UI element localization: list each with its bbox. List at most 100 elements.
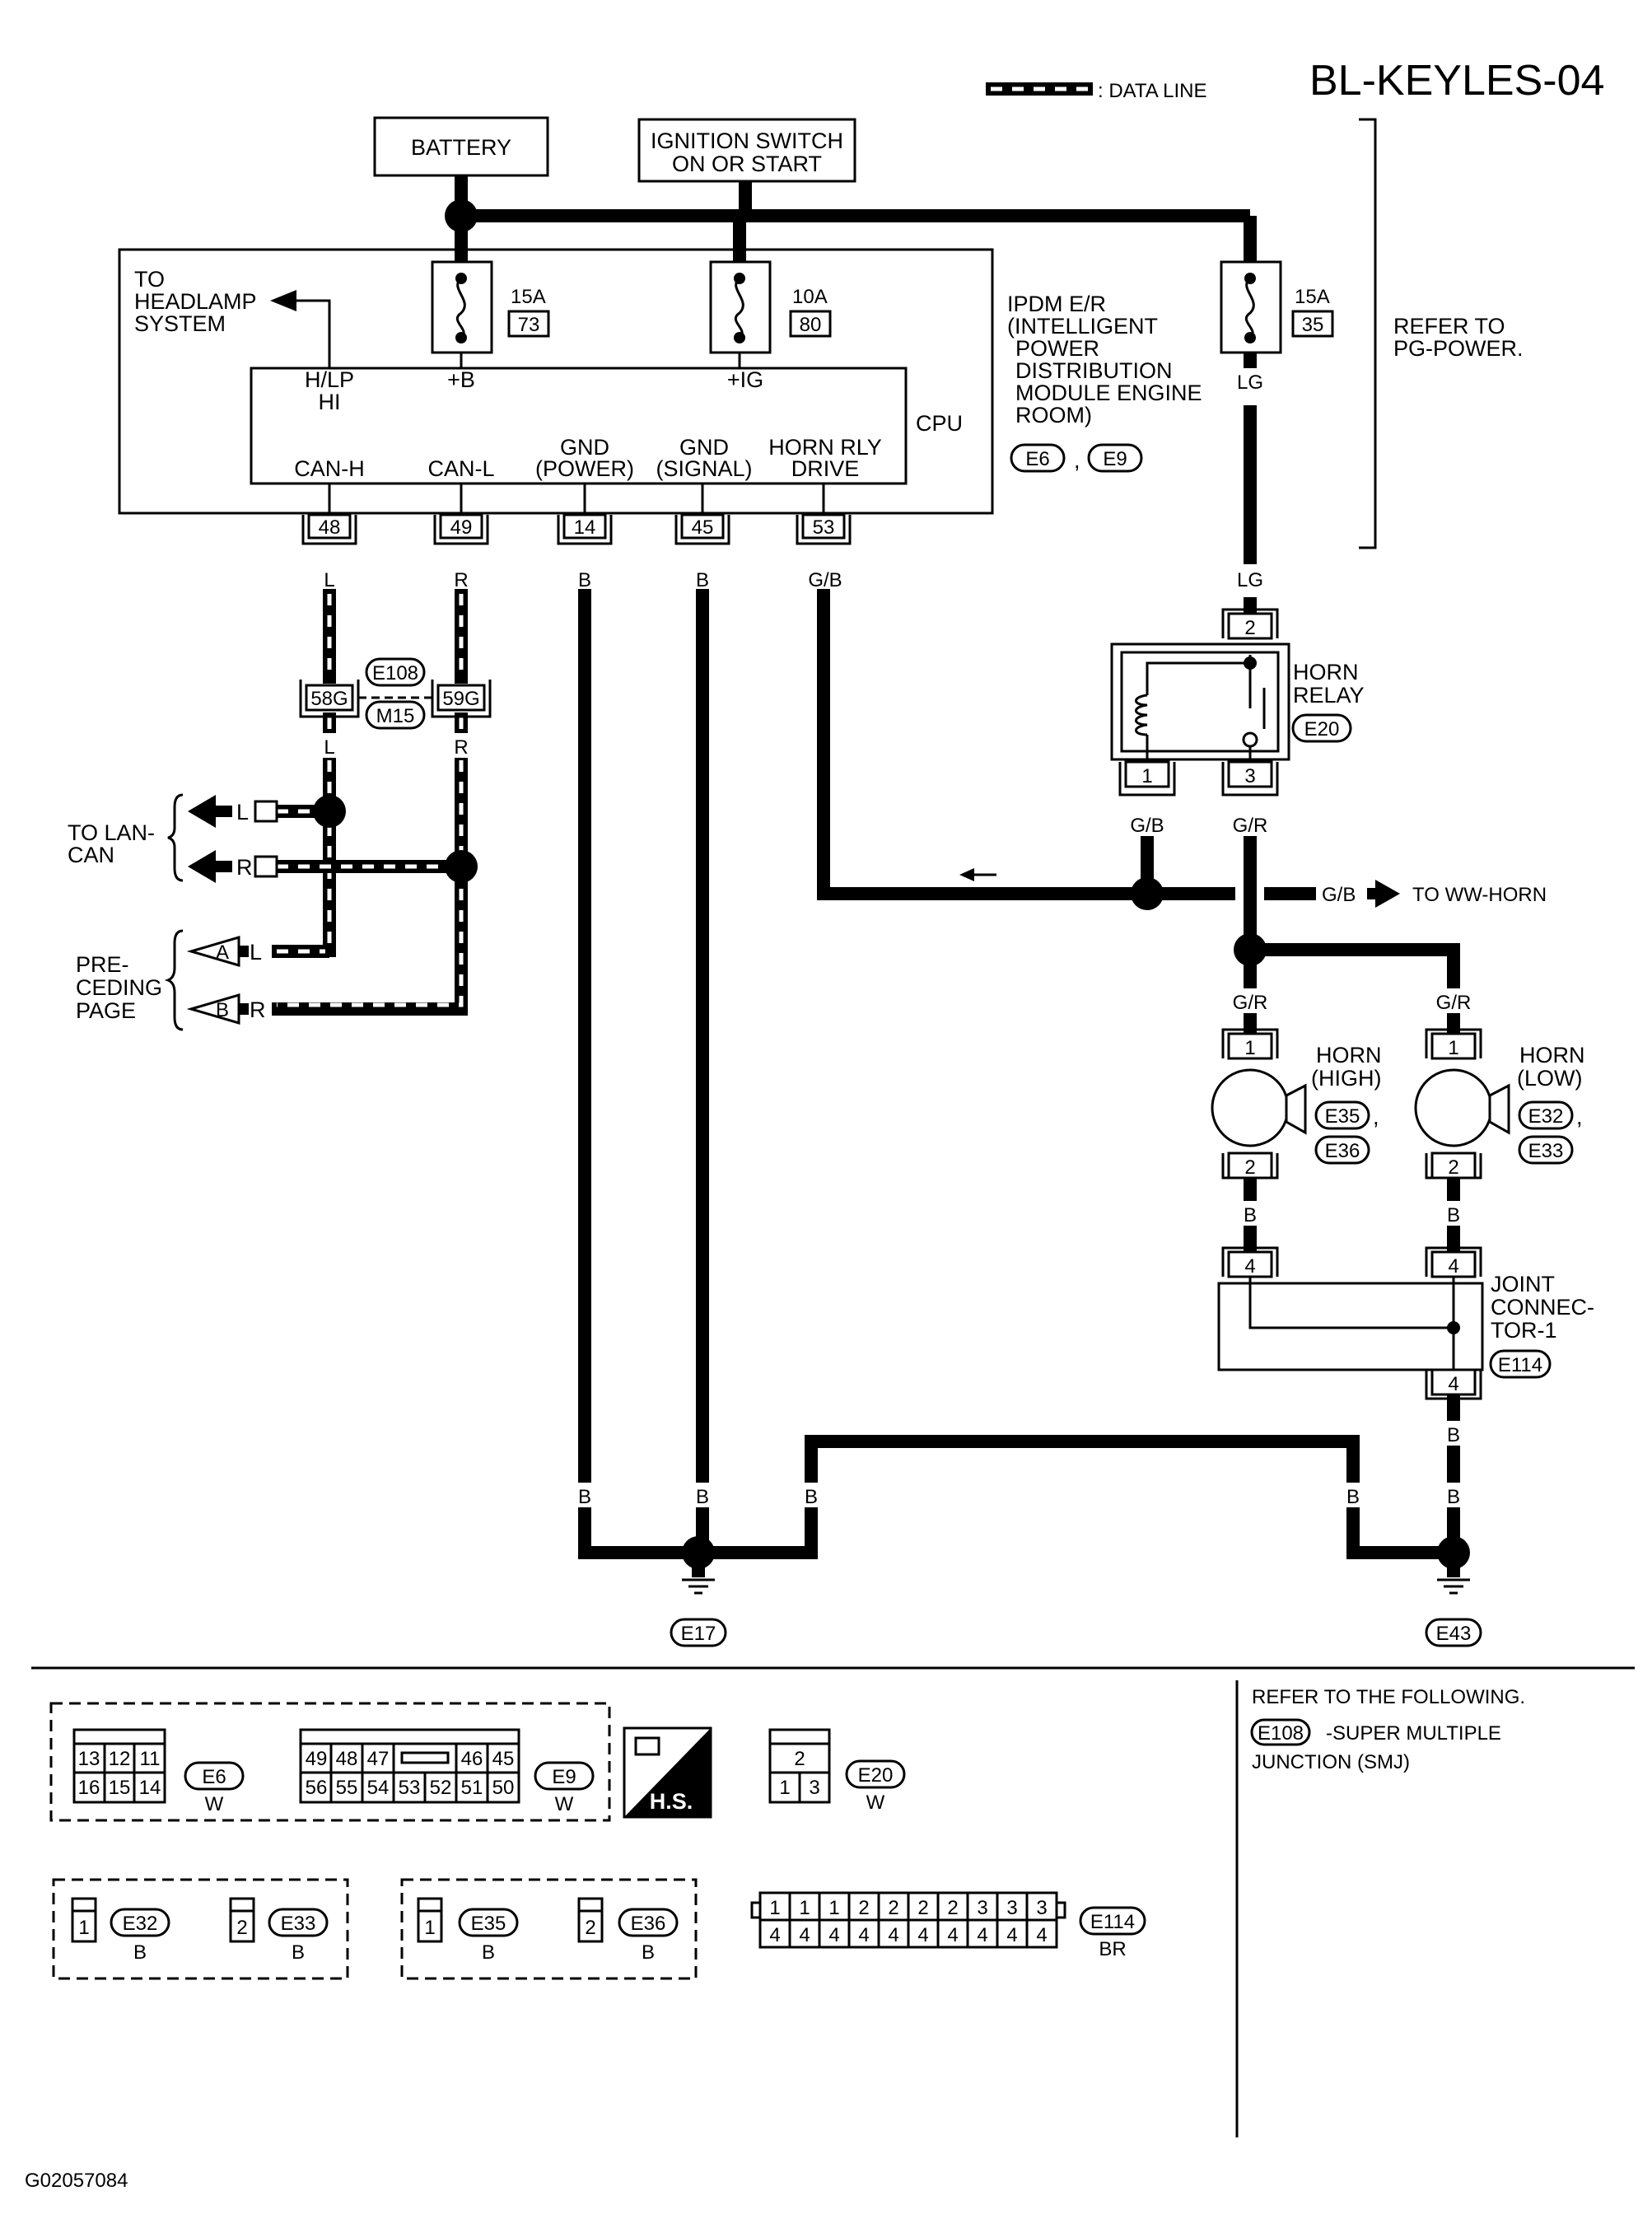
e35-color: B xyxy=(482,1941,495,1964)
wire-color-lg-relay: LG xyxy=(1237,569,1263,591)
horn-low-line1: HORN xyxy=(1519,1043,1585,1067)
cpu-label: CPU xyxy=(916,411,963,436)
e20-color: W xyxy=(866,1792,885,1814)
refer-following: REFER TO THE FOLLOWING. E108 -SUPER MULT… xyxy=(1250,1686,1525,1773)
battery-splice-dot xyxy=(445,199,478,232)
can-data-lines xyxy=(272,589,468,1016)
pin-horn-rly-l1: HORN RLY xyxy=(768,435,882,460)
e6-e9-group xyxy=(49,1702,611,1822)
e35-id: E35 xyxy=(471,1913,506,1935)
horn-low: 1 2 HORN (LOW) E32 , E33 xyxy=(1414,1028,1585,1180)
cpu-hlp-label: H/LP xyxy=(305,367,354,392)
e20-pin-1: 1 xyxy=(779,1777,790,1799)
horn-low-pin-2: 2 xyxy=(1448,1156,1458,1179)
pg-bracket xyxy=(1359,118,1377,549)
e33-color: B xyxy=(292,1941,305,1964)
e114-top-pin: 2 xyxy=(888,1897,898,1919)
e114-color: BR xyxy=(1099,1938,1126,1960)
e114-bottom-pin: 4 xyxy=(799,1924,810,1946)
e114-bottom-pin: 4 xyxy=(888,1924,898,1946)
ignition-line1: IGNITION SWITCH xyxy=(651,128,843,153)
pin-gnd-signal-l1: GND xyxy=(679,435,729,460)
fuse-35-amp: 15A xyxy=(1295,286,1330,308)
pin-gnd-signal-l2: (SIGNAL) xyxy=(656,456,752,481)
ipdm-label: IPDM E/R (INTELLIGENT POWER DISTRIBUTION… xyxy=(1007,292,1202,473)
wire-color-b-gnd2: B xyxy=(696,1486,709,1508)
horn-high-line1: HORN xyxy=(1316,1043,1382,1067)
joint-connector-e114: E114 xyxy=(1498,1354,1542,1376)
connector-view-e20: 2 1 3 E20 W xyxy=(768,1728,906,1814)
lan-wire-l: L xyxy=(236,800,249,825)
ground-e17: E17 xyxy=(670,1536,727,1647)
e6-pin-14: 14 xyxy=(139,1777,161,1799)
cpu-outline xyxy=(250,367,908,485)
e114-bottom-pin: 4 xyxy=(917,1924,928,1946)
e33-id: E33 xyxy=(281,1913,316,1935)
wire-color-14: B xyxy=(578,569,591,591)
e32-e33-group xyxy=(52,1878,349,1980)
e6-color: W xyxy=(205,1793,224,1815)
wire-color-49: R xyxy=(454,569,468,591)
preceding-page: PRE- CEDING PAGE A L B R xyxy=(76,929,266,1031)
joint-line1: JOINT xyxy=(1491,1272,1555,1296)
ipdm-connector-e6: E6 xyxy=(1025,448,1049,470)
e114-top-pin: 1 xyxy=(769,1897,780,1919)
wire-color-45: B xyxy=(696,569,709,591)
e6-pin-12: 12 xyxy=(109,1748,131,1770)
relay-pin-1: 1 xyxy=(1141,765,1152,787)
smj-connector-m15: M15 xyxy=(376,705,415,727)
diagram-title: BL-KEYLES-04 xyxy=(1309,57,1604,105)
smj-pin-59g: 59G xyxy=(442,688,479,710)
ipdm-connector-e9: E9 xyxy=(1103,448,1127,470)
hs-label: H.S. xyxy=(650,1789,693,1814)
arrow-right-icon xyxy=(1375,880,1400,908)
fuse-35-num: 35 xyxy=(1302,314,1324,336)
horn-low-separator: , xyxy=(1576,1105,1583,1129)
e9-pin-51: 51 xyxy=(461,1777,483,1799)
wire-color-b-horn-low: B xyxy=(1447,1204,1460,1226)
e114-top-pin: 1 xyxy=(799,1897,810,1919)
e114-bottom-pin: 4 xyxy=(1036,1924,1047,1946)
ipdm-line3: POWER xyxy=(1015,336,1099,361)
horn-relay-connector: E20 xyxy=(1304,718,1340,740)
e33-pin: 2 xyxy=(236,1917,247,1939)
pin-can-h-label: CAN-H xyxy=(294,456,365,481)
wire-color-b-gnd1: B xyxy=(578,1486,591,1508)
e35-e36-group xyxy=(400,1878,698,1980)
e114-top-pin: 2 xyxy=(917,1897,928,1919)
preceding-wire-r: R xyxy=(250,997,266,1022)
e6-pin-13: 13 xyxy=(78,1748,100,1770)
refer-following-line1: REFER TO THE FOLLOWING. xyxy=(1252,1686,1525,1708)
e114-bottom-pin: 4 xyxy=(947,1924,958,1946)
smj-pin-58g: 58G xyxy=(310,688,348,710)
e32-id: E32 xyxy=(123,1913,158,1935)
wire-color-l-smj: L xyxy=(324,736,334,759)
wire-color-b-horn-high: B xyxy=(1244,1204,1257,1226)
e114-top-pin: 3 xyxy=(1036,1897,1047,1919)
horn-low-e32: E32 xyxy=(1528,1105,1564,1128)
cpu-plus-b: +B xyxy=(447,367,475,392)
e9-pin-56: 56 xyxy=(306,1777,328,1799)
lan-wire-r: R xyxy=(236,855,253,880)
e114-bottom-pin: 4 xyxy=(769,1924,780,1946)
battery-label: BATTERY xyxy=(411,135,511,160)
wire-color-gr-horn-low: G/R xyxy=(1436,992,1472,1014)
joint-pin-4a: 4 xyxy=(1244,1255,1255,1278)
connector-view-e6: 13 12 11 16 15 14 E6 W xyxy=(72,1728,245,1815)
to-lan-line2: CAN xyxy=(68,843,114,867)
e6-id: E6 xyxy=(202,1766,226,1788)
joint-pin-4c: 4 xyxy=(1448,1373,1458,1395)
connector-view-e35: 1 E35 B xyxy=(417,1897,519,1964)
connector-view-e36: 2 E36 B xyxy=(577,1897,679,1964)
e36-id: E36 xyxy=(631,1913,666,1935)
e20-pin-2: 2 xyxy=(794,1748,805,1770)
e9-color: W xyxy=(555,1793,574,1815)
wire-color-b-gnd3: B xyxy=(805,1486,818,1508)
to-headlamp-line3: SYSTEM xyxy=(134,311,226,336)
footer-code: G02057084 xyxy=(25,2170,128,2192)
ww-horn-wire-color: G/B xyxy=(1322,884,1356,906)
pin-14: 14 xyxy=(574,516,596,539)
e114-top-pin: 1 xyxy=(828,1897,839,1919)
fuse-80-amp: 10A xyxy=(792,286,828,308)
e9-pin-54: 54 xyxy=(367,1777,390,1799)
